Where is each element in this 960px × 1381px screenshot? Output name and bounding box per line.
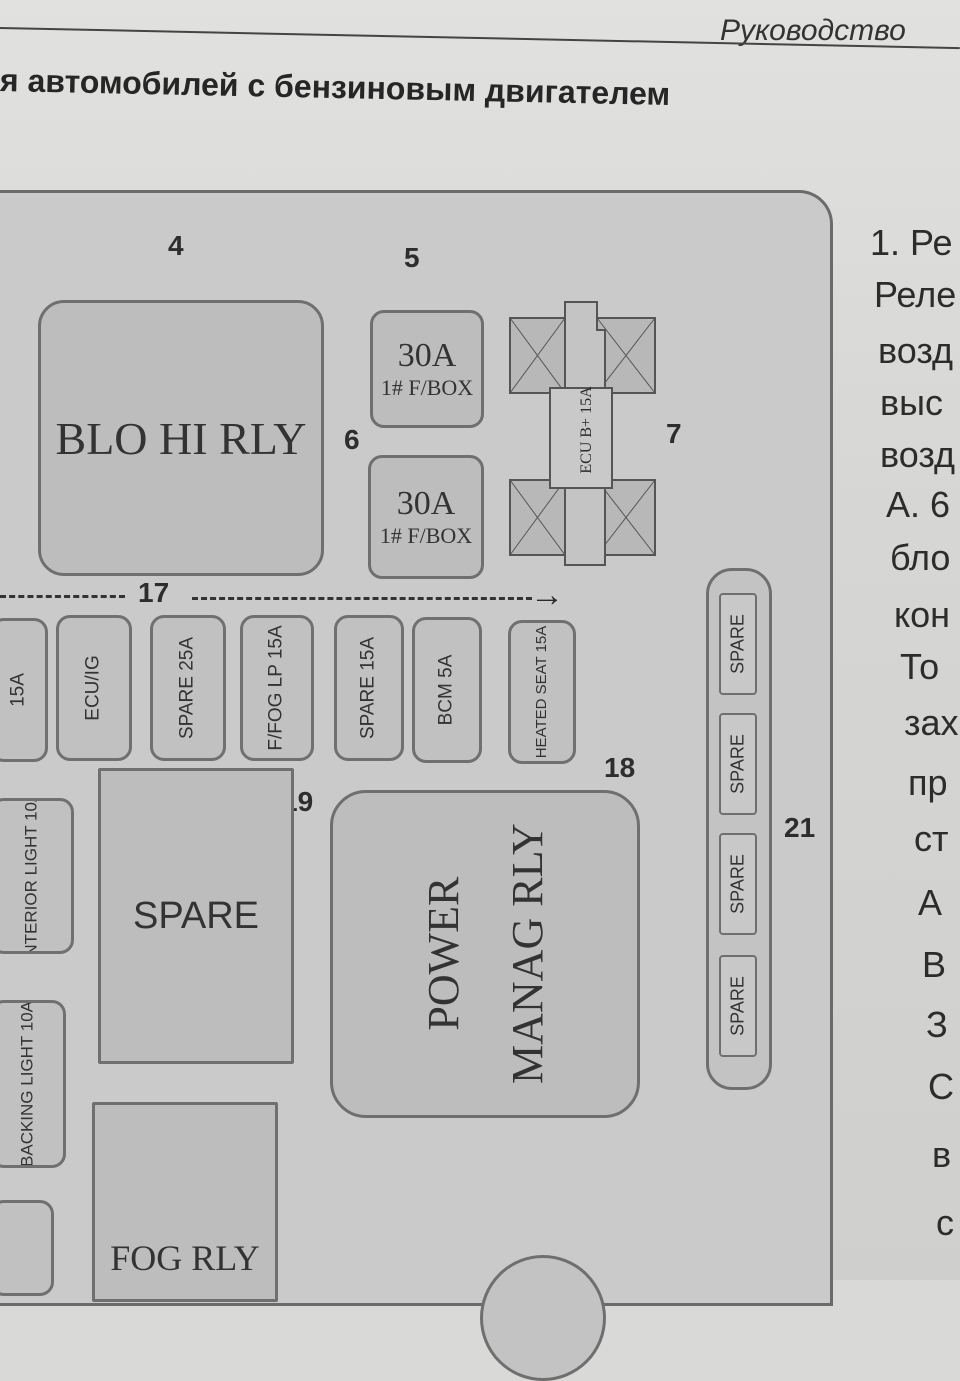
fuse-5-sub: 1# F/BOX bbox=[380, 375, 474, 400]
fuse-backing-light-label: BACKING LIGHT 10A bbox=[17, 1001, 37, 1167]
side-line-5: возд bbox=[880, 434, 956, 475]
fuse-ecu-ig: ECU/IG bbox=[56, 615, 132, 761]
blower-relay: BLO HI RLY bbox=[38, 300, 324, 576]
fuse-5-amp: 30A bbox=[397, 337, 457, 374]
fuse-f-fog-lp-label: F/FOG LP 15A bbox=[265, 625, 287, 751]
spare-slot-2: SPARE bbox=[719, 713, 757, 815]
spare-relay: SPARE bbox=[98, 768, 294, 1064]
fuse-interior-light-label: INTERIOR LIGHT 10A bbox=[21, 798, 41, 954]
power-relay-line1: POWER bbox=[418, 877, 468, 1032]
side-line-9: То bbox=[900, 646, 940, 687]
fuse-spare-25a: SPARE 25A bbox=[150, 615, 226, 761]
spare-slot-4: SPARE bbox=[719, 955, 757, 1057]
fuse-spare-15a: SPARE 15A bbox=[334, 615, 404, 761]
fuse-6: 30A 1# F/BOX bbox=[368, 455, 484, 579]
side-line-13: А bbox=[918, 882, 943, 923]
row-17-line-right bbox=[192, 597, 532, 600]
power-relay-line2: MANAG RLY bbox=[501, 823, 551, 1085]
side-line-10: зах bbox=[904, 702, 959, 743]
label-5: 5 bbox=[404, 242, 420, 273]
side-line-8: кон bbox=[894, 594, 951, 635]
label-7: 7 bbox=[666, 418, 682, 449]
fog-relay-label: FOG RLY bbox=[110, 1238, 260, 1278]
fuse-row-1: 15A bbox=[0, 618, 48, 762]
fuse-7-body: ECU B+ 15A bbox=[548, 386, 626, 473]
side-line-3: возд bbox=[878, 330, 954, 371]
spare-fuse-strip: SPARE SPARE SPARE SPARE bbox=[706, 568, 772, 1090]
label-18: 18 bbox=[604, 752, 636, 783]
side-line-7: бло bbox=[890, 537, 951, 578]
fuse-bottom-left bbox=[0, 1200, 54, 1296]
row-17-arrow: → bbox=[530, 576, 564, 614]
fuse-6-sub: 1# F/BOX bbox=[379, 523, 473, 548]
fuse-6-amp: 30A bbox=[396, 485, 456, 522]
fuse-7-label: ECU B+ 15A bbox=[578, 386, 595, 474]
fuse-f-fog-lp: F/FOG LP 15A bbox=[240, 615, 314, 761]
side-line-11: пр bbox=[908, 762, 948, 803]
spare-slot-3-label: SPARE bbox=[727, 854, 748, 914]
fuse-7-holder bbox=[509, 301, 656, 566]
blower-relay-label: BLO HI RLY bbox=[55, 412, 307, 464]
spare-slot-4-label: SPARE bbox=[727, 976, 748, 1036]
fuse-spare-15a-label: SPARE 15A bbox=[357, 636, 379, 740]
side-line-15: З bbox=[926, 1004, 948, 1045]
spare-slot-2-label: SPARE bbox=[727, 734, 748, 794]
fuse-ecu-ig-label: ECU/IG bbox=[82, 655, 104, 721]
section-title: я автомобилей с бензиновым двигателем bbox=[0, 62, 671, 113]
label-6: 6 bbox=[344, 424, 360, 455]
side-line-4: выс bbox=[880, 382, 943, 423]
side-line-16: С bbox=[928, 1066, 954, 1107]
side-line-6: А. 6 bbox=[886, 484, 951, 525]
fuse-row-1-label: 15A bbox=[7, 673, 29, 707]
round-connector bbox=[480, 1255, 606, 1381]
fuse-heated-seat: HEATED SEAT 15A bbox=[508, 620, 576, 764]
label-17: 17 bbox=[138, 577, 170, 608]
spare-slot-1-label: SPARE bbox=[727, 614, 748, 674]
side-line-18: с bbox=[936, 1202, 954, 1243]
fuse-spare-25a-label: SPARE 25A bbox=[176, 636, 198, 740]
spare-relay-label: SPARE bbox=[132, 894, 259, 937]
spare-slot-3: SPARE bbox=[719, 833, 757, 935]
spare-slot-1: SPARE bbox=[719, 593, 757, 695]
side-line-14: В bbox=[922, 944, 947, 985]
fog-relay: FOG RLY bbox=[92, 1102, 278, 1302]
side-line-2: Реле bbox=[874, 274, 957, 315]
side-line-17: в bbox=[932, 1134, 952, 1175]
row-17-line-left bbox=[0, 595, 125, 598]
fuse-interior-light: INTERIOR LIGHT 10A bbox=[0, 798, 74, 954]
fuse-bcm: BCM 5A bbox=[412, 617, 482, 763]
fuse-backing-light: BACKING LIGHT 10A bbox=[0, 1000, 66, 1168]
power-manag-relay: POWER MANAG RLY bbox=[330, 790, 640, 1118]
label-4: 4 bbox=[168, 230, 184, 261]
fuse-heated-seat-label: HEATED SEAT 15A bbox=[532, 625, 550, 759]
side-line-1: 1. Ре bbox=[870, 222, 953, 263]
side-line-12: ст bbox=[914, 818, 949, 859]
book-title: Руководство bbox=[720, 14, 906, 47]
fuse-5: 30A 1# F/BOX bbox=[370, 310, 484, 428]
label-21: 21 bbox=[784, 812, 816, 843]
fuse-bcm-label: BCM 5A bbox=[435, 654, 457, 726]
